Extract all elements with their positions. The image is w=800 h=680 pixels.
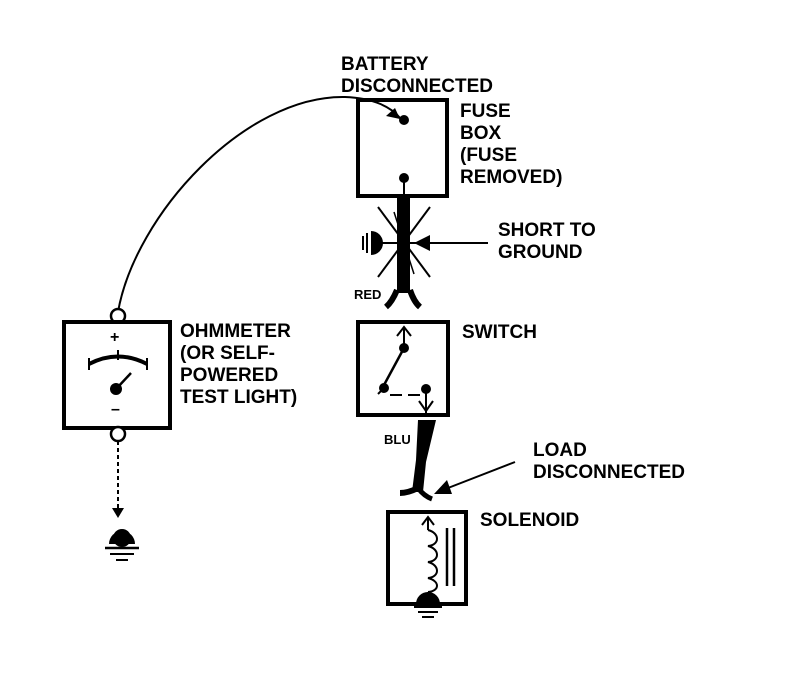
test-lead-negative	[112, 441, 124, 518]
blu-wire	[399, 420, 436, 502]
red-wire-label: RED	[354, 287, 381, 302]
meter-plus-sign: +	[110, 329, 119, 346]
fuse-box-label: FUSE BOX (FUSE REMOVED)	[460, 101, 562, 188]
switch-blade	[382, 347, 406, 386]
solenoid-ground-icon	[414, 592, 442, 618]
fuse-terminal-top	[399, 115, 409, 125]
solenoid	[386, 510, 468, 606]
load-disconnected-label: LOAD DISCONNECTED	[533, 440, 685, 483]
blu-wire-label: BLU	[384, 432, 411, 447]
test-lead-positive	[117, 95, 401, 313]
solenoid-label: SOLENOID	[480, 510, 579, 531]
meter-minus-sign: –	[111, 401, 120, 418]
ohmmeter-label: OHMMETER (OR SELF- POWERED TEST LIGHT)	[180, 321, 297, 408]
switch	[356, 320, 450, 417]
short-to-ground-label: SHORT TO GROUND	[498, 220, 601, 263]
meter-ground-icon	[105, 529, 139, 561]
switch-label: SWITCH	[462, 322, 537, 343]
fuse-box	[356, 98, 449, 200]
load-pointer-arrow	[434, 461, 516, 494]
chassis-ground-icon	[362, 231, 383, 255]
solenoid-coil	[427, 529, 438, 593]
short-pointer-arrow	[414, 235, 488, 251]
ohmmeter: + –	[62, 307, 172, 443]
red-wire	[383, 198, 423, 310]
battery-label: BATTERY DISCONNECTED	[341, 54, 493, 97]
ohmmeter-negative-terminal	[109, 425, 127, 443]
meter-pivot	[110, 383, 122, 395]
